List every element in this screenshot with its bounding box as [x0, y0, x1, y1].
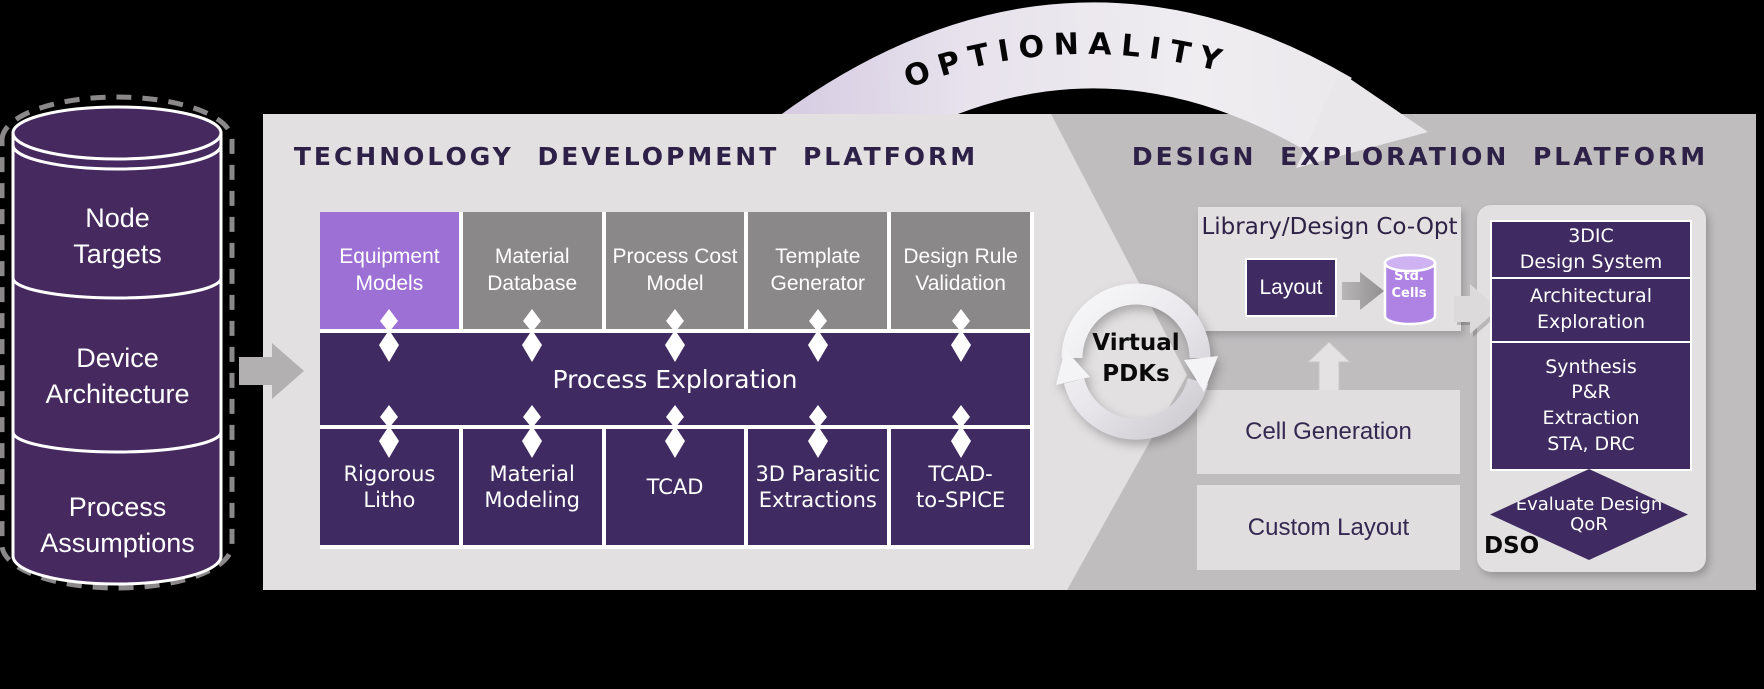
cycle-arc-bottom: [1063, 378, 1209, 440]
box-material-modeling: Material Modeling: [462, 429, 602, 545]
virtual-pdks-cycle-icon: [1056, 283, 1218, 440]
custom-layout-box: Custom Layout: [1197, 485, 1460, 570]
library-design-coopt-label: Library/Design Co-Opt: [1201, 214, 1458, 240]
dso-label: DSO: [1484, 533, 1540, 559]
box-design-rule-validation: Design Rule Validation: [891, 212, 1030, 329]
cycle-arrowhead-left-icon: [1056, 349, 1090, 385]
box-equipment-models: Equipment Models: [320, 212, 459, 329]
dso-stack: 3DIC Design System Architectural Explora…: [1490, 220, 1692, 471]
source-cylinder-icon: [0, 94, 235, 591]
box-3dic-design-system: 3DIC Design System: [1492, 222, 1690, 277]
cylinder-section-device-architecture: Device Architecture: [45, 343, 190, 410]
box-architectural-exploration: Architectural Exploration: [1492, 279, 1690, 341]
cycle-arc-top: [1061, 283, 1211, 359]
cell-generation-box: Cell Generation: [1197, 390, 1460, 474]
virtual-pdks-label: Virtual PDKs: [1092, 330, 1180, 388]
cylinder-top: [11, 105, 223, 161]
cylinder-divider-2: [11, 431, 223, 454]
cylinder-section-node-targets: Node Targets: [73, 203, 162, 270]
cylinder-dashed-border: [0, 94, 235, 591]
cellgen-up-arrow-icon: [1306, 341, 1352, 393]
optionality-arrowhead-icon: [1296, 72, 1428, 168]
cylinder-section-process-assumptions: Process Assumptions: [40, 492, 195, 559]
coopt-to-dso-arrow-icon: [1454, 284, 1501, 337]
cylinder-divider-1: [11, 277, 223, 300]
tdp-title: TECHNOLOGY DEVELOPMENT PLATFORM: [293, 142, 979, 171]
std-cells-label: Std. Cells: [1391, 269, 1427, 301]
cylinder-body: [11, 131, 223, 586]
box-synthesis-pnr-extraction: Synthesis P&R Extraction STA, DRC: [1492, 343, 1690, 469]
std-cells-cylinder-icon: [1383, 253, 1437, 326]
layout-box: Layout: [1245, 258, 1337, 317]
input-arrow-icon: [239, 343, 304, 399]
connector-diamonds-icon: [379, 309, 971, 458]
cycle-arrowhead-right-icon: [1184, 356, 1218, 392]
layout-to-stdcells-arrow-icon: [1342, 272, 1384, 310]
cylinder-ring: [11, 144, 223, 171]
dep-title: DESIGN EXPLORATION PLATFORM: [1131, 142, 1709, 171]
